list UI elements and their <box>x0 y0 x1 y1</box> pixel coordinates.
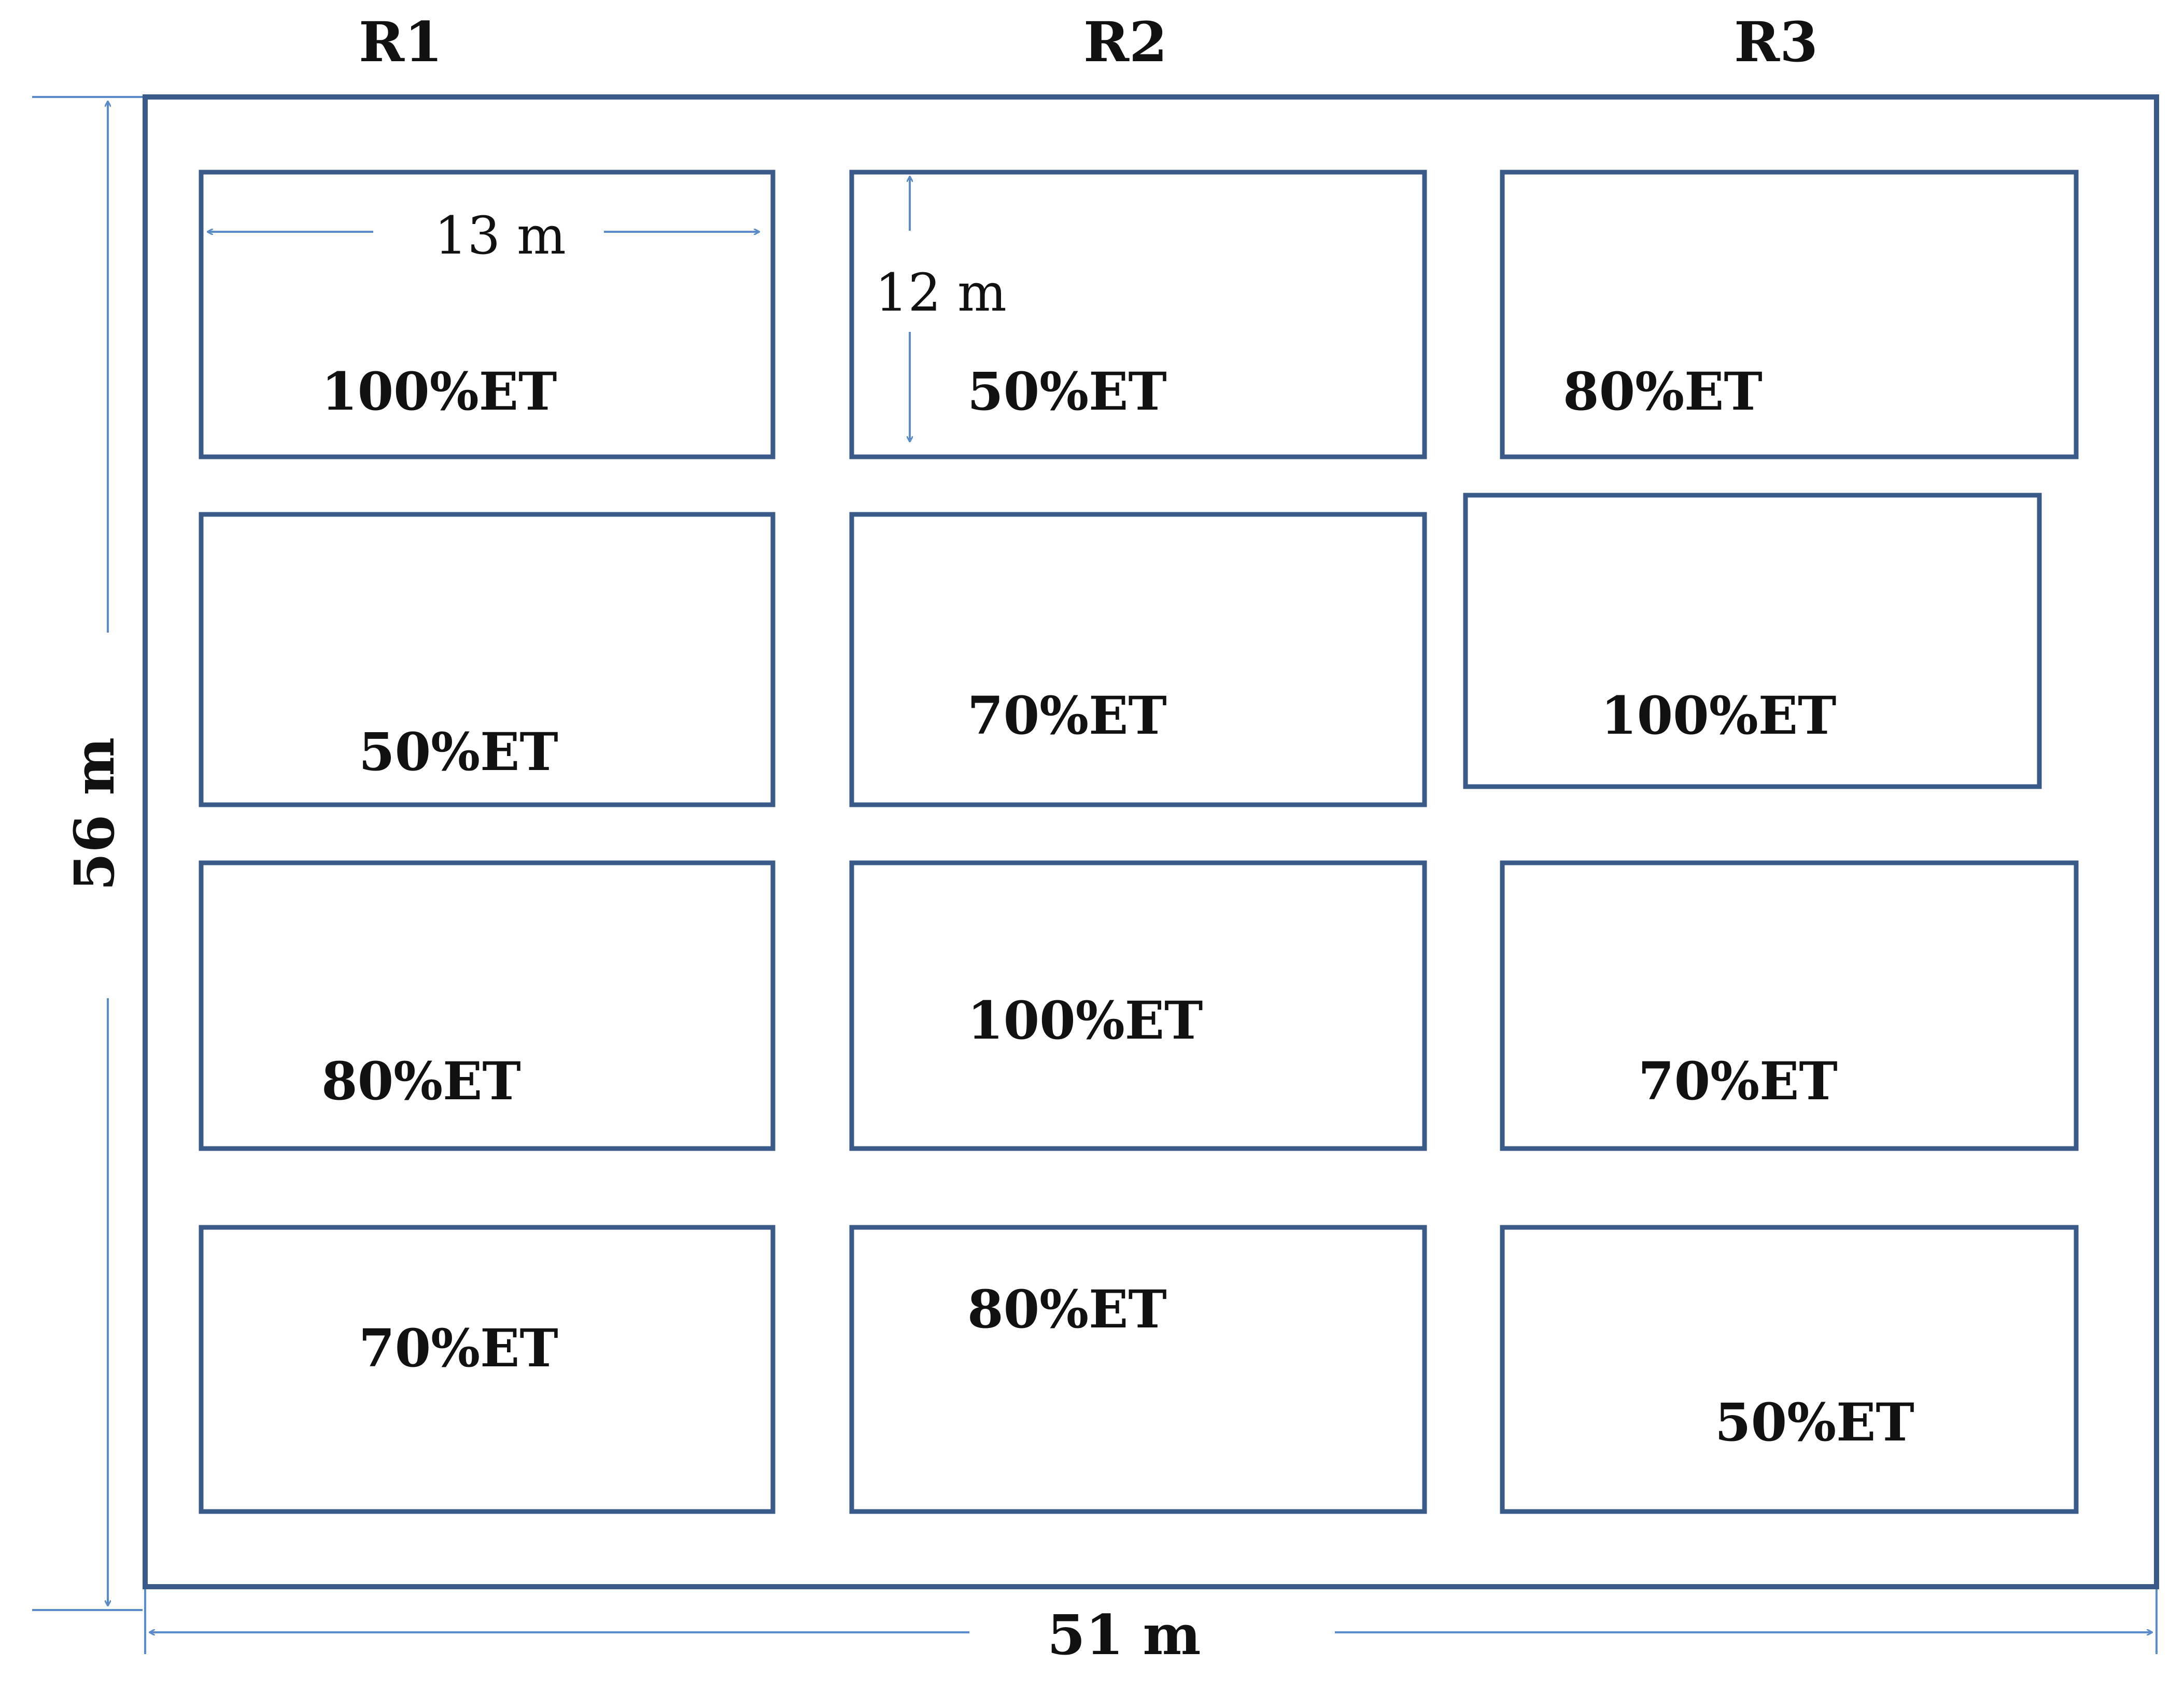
plot-r3-row4 <box>1502 1227 2076 1512</box>
plot-r1-row3 <box>201 863 773 1149</box>
plot-label-r3-row3: 70%ET <box>1638 1051 1838 1112</box>
replicate-label-r1: R1 <box>359 9 443 74</box>
plot-r3-row1 <box>1502 172 2076 457</box>
plot-label-r2-row1: 50%ET <box>967 361 1167 422</box>
field-width-label: 51 m <box>1047 1602 1201 1667</box>
plot-label-r3-row2: 100%ET <box>1601 685 1837 746</box>
plot-label-r2-row4: 80%ET <box>967 1279 1167 1340</box>
plot-label-r1-row3: 80%ET <box>321 1051 521 1112</box>
plot-r1-row1 <box>201 172 773 457</box>
plot-r2-row2 <box>852 514 1425 805</box>
plot-r2-row1 <box>852 172 1425 457</box>
plot-r1-row2 <box>201 514 773 805</box>
plot-width-label: 13 m <box>434 205 566 266</box>
plot-label-r3-row4: 50%ET <box>1715 1392 1914 1453</box>
plot-r3-row3 <box>1502 863 2076 1149</box>
replicate-label-r3: R3 <box>1734 9 1818 74</box>
plot-label-r2-row3: 100%ET <box>967 990 1203 1051</box>
plot-r2-row4 <box>852 1227 1425 1512</box>
plot-r3-row2 <box>1466 495 2039 787</box>
plot-length-label: 12 m <box>875 262 1007 323</box>
plot-label-r3-row1: 80%ET <box>1563 361 1763 422</box>
plot-r2-row3 <box>852 863 1425 1149</box>
plot-label-r1-row1: 100%ET <box>321 361 557 422</box>
plot-label-r1-row4: 70%ET <box>359 1318 558 1379</box>
plot-r1-row4 <box>201 1227 773 1512</box>
replicate-label-r2: R2 <box>1083 9 1167 74</box>
plot-label-r1-row2: 50%ET <box>359 721 558 782</box>
field-boundary <box>145 97 2157 1587</box>
field-height-label: 56 m <box>62 737 126 891</box>
plot-label-r2-row2: 70%ET <box>967 685 1167 746</box>
